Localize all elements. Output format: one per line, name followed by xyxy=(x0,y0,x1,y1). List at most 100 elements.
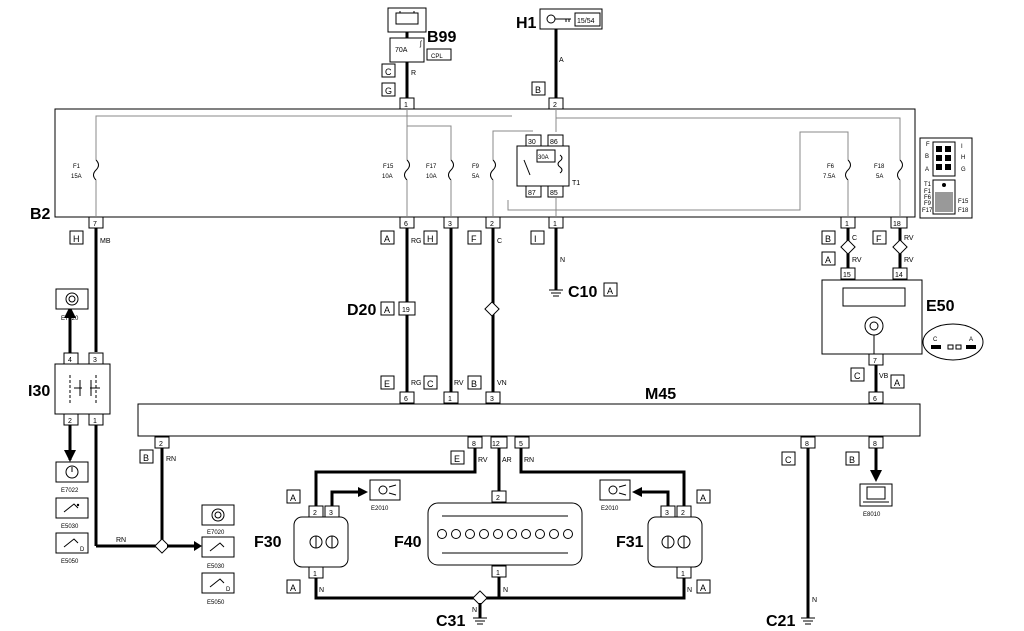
svg-text:F15: F15 xyxy=(383,164,394,170)
svg-text:1: 1 xyxy=(404,102,408,109)
svg-text:7.5A: 7.5A xyxy=(823,174,835,180)
svg-text:F18: F18 xyxy=(958,208,969,214)
svg-text:F17: F17 xyxy=(922,208,933,214)
svg-text:19: 19 xyxy=(402,307,410,314)
svg-text:7: 7 xyxy=(873,358,877,365)
f40-bulb-array xyxy=(437,515,573,554)
svg-text:1: 1 xyxy=(553,221,557,228)
svg-text:AR: AR xyxy=(502,457,512,464)
svg-text:E5030: E5030 xyxy=(61,524,79,530)
svg-text:2: 2 xyxy=(553,102,557,109)
svg-text:RN: RN xyxy=(116,537,126,544)
svg-text:D: D xyxy=(80,547,85,553)
svg-text:F: F xyxy=(926,142,930,148)
fuse-f6: F67.5A xyxy=(823,159,851,216)
svg-text:2: 2 xyxy=(490,221,494,228)
svg-text:C: C xyxy=(852,235,857,242)
svg-text:G: G xyxy=(385,86,392,96)
svg-text:2: 2 xyxy=(159,441,163,448)
svg-text:A: A xyxy=(290,583,296,593)
ground-c10 xyxy=(549,289,563,297)
svg-text:B: B xyxy=(143,453,149,463)
svg-text:RG: RG xyxy=(411,238,422,245)
svg-text:1: 1 xyxy=(93,418,97,425)
svg-text:E5050: E5050 xyxy=(61,559,79,565)
svg-text:3: 3 xyxy=(93,357,97,364)
svg-text:C: C xyxy=(933,337,938,343)
relay-t1: 30 86 30A 87 85 T1 xyxy=(516,134,580,216)
svg-text:5: 5 xyxy=(519,441,523,448)
svg-text:N: N xyxy=(812,597,817,604)
svg-text:H: H xyxy=(961,155,965,161)
label-d20: D20 xyxy=(347,302,376,319)
svg-text:A: A xyxy=(825,255,831,265)
svg-text:1: 1 xyxy=(845,221,849,228)
svg-text:RV: RV xyxy=(852,257,862,264)
svg-text:2: 2 xyxy=(68,418,72,425)
svg-text:I: I xyxy=(961,144,963,150)
lamp-unit-f40 xyxy=(427,502,583,566)
svg-text:3: 3 xyxy=(448,221,452,228)
svg-text:14: 14 xyxy=(895,272,903,279)
e2010-lamp-icon: E2010 xyxy=(369,479,401,512)
svg-text:E5030: E5030 xyxy=(207,564,225,570)
e5030-washer-icon-2: E5030 xyxy=(201,536,235,570)
svg-text:RV: RV xyxy=(478,457,488,464)
svg-text:C: C xyxy=(385,67,392,77)
svg-text:1: 1 xyxy=(681,571,685,578)
e7022-sensor-icon: E7022 xyxy=(55,461,89,494)
e5030-washer-icon: E5030 xyxy=(55,497,89,530)
label-c21: C21 xyxy=(766,613,795,630)
svg-text:1: 1 xyxy=(448,396,452,403)
svg-text:8: 8 xyxy=(805,441,809,448)
svg-text:C: C xyxy=(785,455,792,465)
svg-text:12: 12 xyxy=(492,441,500,448)
svg-text:A: A xyxy=(559,57,564,64)
svg-text:N: N xyxy=(560,257,565,264)
svg-text:A: A xyxy=(925,167,929,173)
h1-pin-label: 15/54 xyxy=(577,18,595,25)
svg-text:VB: VB xyxy=(879,373,889,380)
svg-text:RV: RV xyxy=(904,257,914,264)
label-e50: E50 xyxy=(926,298,955,315)
label-b2: B2 xyxy=(30,206,51,223)
svg-text:10A: 10A xyxy=(382,174,393,180)
svg-text:2: 2 xyxy=(313,510,317,517)
lamp-unit-f31 xyxy=(647,516,703,568)
svg-text:2: 2 xyxy=(496,495,500,502)
svg-text:C: C xyxy=(854,371,861,381)
svg-text:RN: RN xyxy=(524,457,534,464)
label-f40: F40 xyxy=(394,534,422,551)
svg-text:30A: 30A xyxy=(538,155,549,161)
svg-text:RV: RV xyxy=(904,235,914,242)
svg-text:D: D xyxy=(226,587,231,593)
fusebox-b2 xyxy=(54,108,916,218)
ground-c21 xyxy=(801,617,815,625)
svg-text:E7022: E7022 xyxy=(61,488,79,494)
svg-text:15: 15 xyxy=(843,272,851,279)
svg-text:I: I xyxy=(534,234,537,244)
label-cpl: CPL xyxy=(431,54,443,60)
svg-text:N: N xyxy=(503,587,508,594)
svg-text:E8010: E8010 xyxy=(863,512,881,518)
label-c10: C10 xyxy=(568,284,597,301)
svg-text:A: A xyxy=(290,493,296,503)
svg-text:H: H xyxy=(73,234,80,244)
svg-text:8: 8 xyxy=(873,441,877,448)
svg-text:F17: F17 xyxy=(426,164,437,170)
svg-text:B: B xyxy=(471,379,477,389)
svg-text:8: 8 xyxy=(472,441,476,448)
e7020-brake-icon: E7020 xyxy=(55,288,89,322)
ground-c31 xyxy=(473,617,487,625)
svg-text:H: H xyxy=(427,234,434,244)
svg-text:87: 87 xyxy=(528,190,536,197)
svg-text:E2010: E2010 xyxy=(371,506,389,512)
fuse-70a-label: 70A xyxy=(395,47,408,54)
module-m45 xyxy=(137,403,921,437)
